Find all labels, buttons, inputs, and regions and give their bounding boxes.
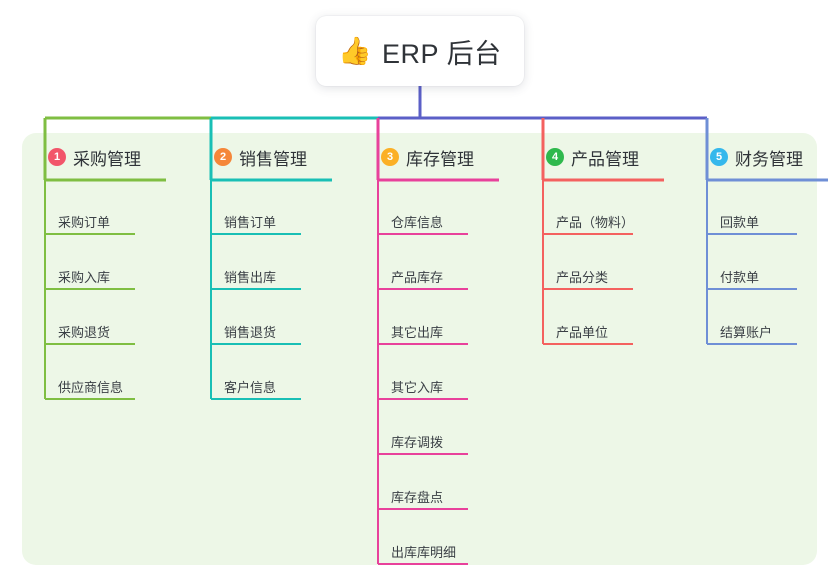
- leaf-item[interactable]: 销售退货: [224, 325, 277, 340]
- leaf-item[interactable]: 产品单位: [556, 325, 609, 340]
- leaf-item[interactable]: 其它入库: [391, 380, 444, 395]
- column-header-1[interactable]: 1 采购管理: [30, 145, 190, 169]
- column-4: 4 产品管理: [528, 145, 688, 169]
- leaf-item[interactable]: 结算账户: [720, 325, 773, 340]
- leaf-item[interactable]: 其它出库: [391, 325, 444, 340]
- leaf-item[interactable]: 库存调拨: [391, 435, 444, 450]
- column-badge-5: 5: [710, 148, 728, 166]
- column-header-3[interactable]: 3 库存管理: [363, 145, 523, 169]
- leaf-item[interactable]: 采购退货: [58, 325, 111, 340]
- column-title-5: 财务管理: [735, 149, 803, 169]
- thumbs-up-icon: 👍: [338, 35, 373, 66]
- column-badge-3: 3: [381, 148, 399, 166]
- leaf-item[interactable]: 产品（物料）: [556, 215, 635, 230]
- root-node-title: ERP 后台: [382, 38, 502, 69]
- column-3: 3 库存管理: [363, 145, 523, 169]
- column-badge-4: 4: [546, 148, 564, 166]
- root-node-erp-backend[interactable]: 👍 ERP 后台: [316, 16, 524, 86]
- column-badge-1: 1: [48, 148, 66, 166]
- leaf-item[interactable]: 库存盘点: [391, 490, 444, 505]
- leaf-item[interactable]: 产品分类: [556, 270, 609, 285]
- column-header-2[interactable]: 2 销售管理: [196, 145, 356, 169]
- leaf-item[interactable]: 采购订单: [58, 215, 111, 230]
- leaf-item[interactable]: 销售出库: [224, 270, 277, 285]
- column-2: 2 销售管理: [196, 145, 356, 169]
- column-5: 5 财务管理: [692, 145, 839, 169]
- column-title-4: 产品管理: [571, 149, 639, 169]
- column-badge-2: 2: [214, 148, 232, 166]
- leaf-item[interactable]: 采购入库: [58, 270, 111, 285]
- column-title-1: 采购管理: [73, 149, 141, 169]
- column-title-2: 销售管理: [239, 149, 307, 169]
- column-title-3: 库存管理: [406, 149, 474, 169]
- leaf-item[interactable]: 回款单: [720, 215, 760, 230]
- leaf-item[interactable]: 出库库明细: [391, 545, 457, 560]
- leaf-item[interactable]: 供应商信息: [58, 380, 124, 395]
- column-header-4[interactable]: 4 产品管理: [528, 145, 688, 169]
- leaf-item[interactable]: 产品库存: [391, 270, 444, 285]
- leaf-item[interactable]: 付款单: [720, 270, 760, 285]
- background-panel: [22, 133, 817, 565]
- column-1: 1 采购管理: [30, 145, 190, 169]
- leaf-item[interactable]: 客户信息: [224, 380, 277, 395]
- leaf-item[interactable]: 销售订单: [224, 215, 277, 230]
- leaf-item[interactable]: 仓库信息: [391, 215, 444, 230]
- column-header-5[interactable]: 5 财务管理: [692, 145, 839, 169]
